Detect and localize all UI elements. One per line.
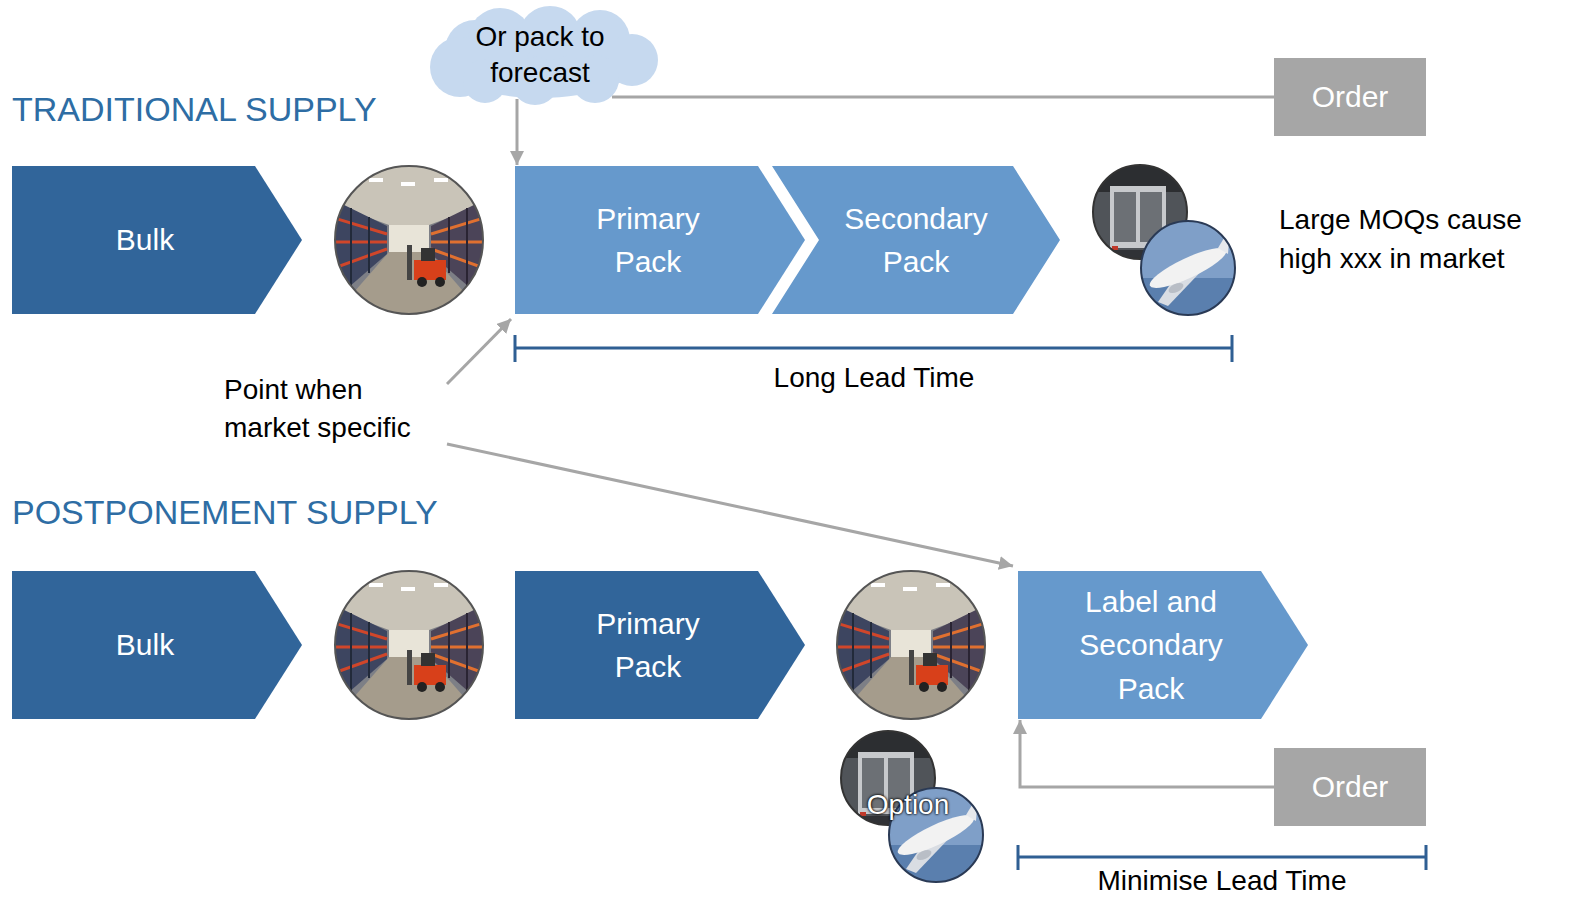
process-chevron-outline: [772, 166, 1060, 314]
process-chevron: Primary Pack: [515, 166, 805, 314]
node-text: Or pack to forecast: [450, 19, 630, 92]
process-chevron: Bulk: [12, 571, 302, 719]
order-box: Order: [1274, 748, 1426, 826]
process-chevron: Secondary Pack: [772, 166, 1060, 314]
node-text: Secondary Pack: [831, 197, 1001, 284]
node-text: Bulk: [70, 623, 220, 667]
node-text: Bulk: [70, 218, 220, 262]
section-heading: TRADITIONAL SUPPLY: [12, 89, 377, 130]
node-text: Option: [867, 788, 950, 822]
warehouse-photo: [334, 165, 484, 315]
process-chevron: Bulk: [12, 166, 302, 314]
leader-arrow: [447, 444, 1013, 566]
process-chevron-outline: [515, 571, 805, 719]
node-text: Primary Pack: [573, 602, 723, 689]
section-heading: POSTPONEMENT SUPPLY: [12, 492, 438, 533]
node-text: Order: [1312, 769, 1389, 805]
lead-time-bracket: [515, 335, 1232, 362]
connector: [612, 96, 1274, 99]
dimension-label: Long Lead Time: [699, 362, 1049, 394]
plane-photo: [1140, 220, 1236, 318]
process-chevron-outline: [515, 166, 805, 314]
warehouse-photo: [334, 570, 484, 720]
leader-arrow: [447, 319, 511, 384]
callout-note: Point when market specific: [224, 371, 439, 447]
process-chevron: Label and Secondary Pack: [1018, 571, 1308, 719]
option-photo: Option: [850, 780, 966, 830]
note-cloud-outline: [420, 5, 660, 105]
node-text: Label and Secondary Pack: [1061, 580, 1241, 711]
node-text: Order: [1312, 79, 1389, 115]
node-text: Primary Pack: [573, 197, 723, 284]
connector: [1020, 720, 1274, 787]
note-cloud: Or pack to forecast: [420, 5, 660, 105]
callout-note: Large MOQs cause high xxx in market: [1279, 200, 1559, 278]
process-chevron: Primary Pack: [515, 571, 805, 719]
dimension-label: Minimise Lead Time: [1047, 866, 1397, 897]
connector: [516, 99, 519, 165]
warehouse-photo: [836, 570, 986, 720]
order-box: Order: [1274, 58, 1426, 136]
